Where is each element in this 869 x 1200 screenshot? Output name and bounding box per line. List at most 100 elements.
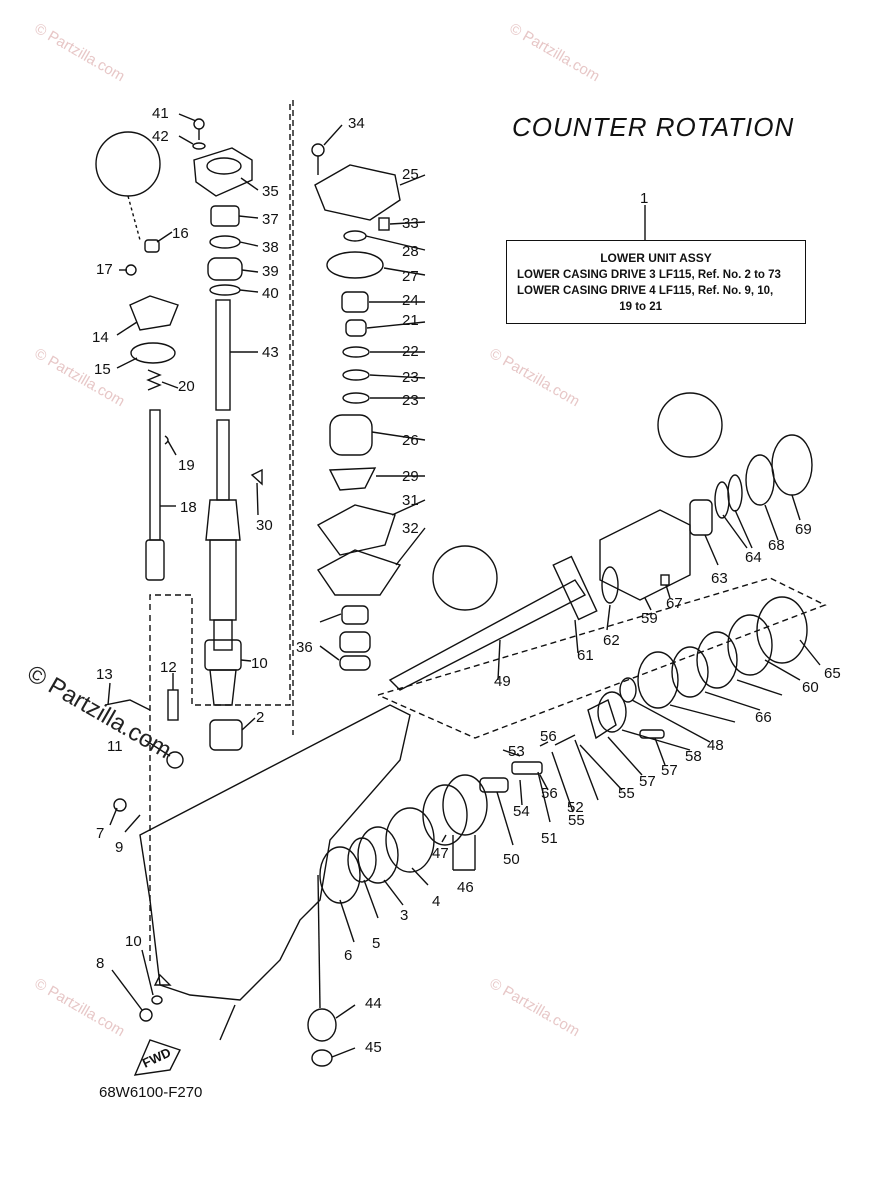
part-70-ring — [671, 646, 709, 698]
bearing-badge — [432, 545, 498, 611]
part-label-14: 14 — [92, 329, 109, 346]
part-label-45: 45 — [365, 1039, 382, 1056]
part-label-9: 9 — [115, 839, 123, 856]
part-label-50: 50 — [503, 851, 520, 868]
part-32-plate — [316, 504, 396, 556]
part-label-54: 54 — [513, 803, 530, 820]
part-51-propeller-shaft — [388, 579, 587, 691]
part-25-insert — [341, 291, 369, 313]
part-label-51: 51 — [541, 830, 558, 847]
part-26-pump-housing — [314, 164, 401, 221]
part-label-38: 38 — [262, 239, 279, 256]
part-label-11: 11 — [107, 738, 123, 755]
part-66-washer — [601, 566, 619, 604]
part-label-31: 31 — [402, 492, 419, 509]
part-label-48: 48 — [707, 737, 724, 754]
part-label-56: 56 — [541, 785, 558, 802]
part-label-10: 10 — [251, 655, 268, 672]
part-61-housing — [599, 509, 691, 601]
part-label-6: 6 — [344, 947, 352, 964]
part-71-pin — [660, 574, 670, 586]
part-label-33: 33 — [402, 215, 419, 232]
part-22-seal — [345, 319, 367, 337]
part-label-61: 61 — [577, 647, 594, 664]
part-7-shim — [319, 846, 361, 904]
part-9-bolt — [139, 1008, 153, 1022]
part-label-44: 44 — [365, 995, 382, 1012]
part-12-fitting — [166, 751, 184, 769]
part-label-52: 52 — [567, 799, 584, 816]
diagram-title: COUNTER ROTATION — [512, 112, 795, 142]
part-label-58: 58 — [685, 748, 702, 765]
part-42-seal — [341, 605, 369, 625]
part-40-seal — [207, 257, 243, 281]
part-label-55: 55 — [618, 785, 635, 802]
part-30-impeller — [328, 467, 377, 491]
part-label-5: 5 — [372, 935, 380, 952]
part-label-42: 42 — [152, 128, 169, 145]
part-label-66: 66 — [755, 709, 772, 726]
part-17-nut — [144, 239, 160, 253]
water-pump-group — [311, 143, 498, 671]
part-label-37: 37 — [262, 211, 279, 228]
part-label-16: 16 — [172, 225, 189, 242]
part-label-32: 32 — [402, 520, 419, 537]
part-37-bearing-a — [339, 631, 371, 653]
part-label-15: 15 — [94, 361, 111, 378]
part-15-cover — [129, 295, 179, 331]
part-number-labels: 2345678910101112131415161718192021222323… — [0, 0, 841, 1056]
part-60-spring — [597, 691, 627, 733]
part-label-30: 30 — [256, 517, 273, 534]
part-37-bearing-b — [339, 655, 371, 671]
part-45-driveshaft — [215, 299, 231, 411]
fwd-arrow — [133, 1039, 181, 1076]
part-label-72: 72 — [0, 0, 17, 4]
part-label-10: 10 — [125, 933, 142, 950]
part-46-pinion — [307, 1008, 337, 1042]
part-label-28: 28 — [402, 243, 419, 260]
part-label-34: 34 — [348, 115, 365, 132]
part-36-bush-holder — [193, 147, 253, 197]
part-label-43: 43 — [262, 344, 279, 361]
frame-right-dashed — [377, 577, 827, 739]
assembly-line-2: LOWER CASING DRIVE 4 LF115, Ref. No. 9, … — [517, 285, 774, 297]
part-label-60: 60 — [802, 679, 819, 696]
part-33-gasket — [316, 549, 402, 596]
part-69-seal — [756, 596, 808, 664]
part-label-39: 39 — [262, 263, 279, 280]
part-label-7: 7 — [96, 825, 104, 842]
part-48-gear — [442, 774, 488, 836]
part-label-68: 68 — [768, 537, 785, 554]
part-52-slider — [479, 777, 509, 793]
assembly-info-box: LOWER UNIT ASSY LOWER CASING DRIVE 3 LF1… — [506, 240, 806, 324]
part-label-73: 73 — [0, 0, 17, 4]
part-label-46: 46 — [457, 879, 474, 896]
part-label-27: 27 — [402, 268, 419, 285]
propshaft-group — [307, 392, 813, 1067]
part-27-insert — [329, 414, 373, 456]
part-31-key — [250, 468, 263, 486]
assembly-callout: 1 — [640, 190, 648, 207]
part-47-nut — [311, 1049, 333, 1067]
part-28-oring — [326, 251, 384, 279]
part-label-21: 21 — [402, 312, 419, 329]
part-64-shim — [696, 631, 738, 689]
part-label-40: 40 — [262, 285, 279, 302]
part-label-55: 55 — [568, 812, 585, 829]
part-21-spring — [146, 369, 162, 391]
part-label-49: 49 — [494, 673, 511, 690]
part-label-12: 12 — [160, 659, 177, 676]
tool-badge — [657, 392, 723, 458]
part-label-41: 41 — [152, 105, 169, 122]
part-24-washer — [342, 369, 370, 381]
assembly-line-1: LOWER CASING DRIVE 3 LF115, Ref. No. 2 t… — [517, 269, 781, 281]
part-50-shim — [619, 677, 637, 703]
part-5-shim — [385, 807, 435, 873]
part-label-23: 23 — [402, 369, 419, 386]
part-label-69: 69 — [795, 521, 812, 538]
part-label-70: 70 — [0, 0, 17, 4]
part-label-64: 64 — [745, 549, 762, 566]
part-label-20: 20 — [178, 378, 195, 395]
part-label-47: 47 — [432, 845, 449, 862]
